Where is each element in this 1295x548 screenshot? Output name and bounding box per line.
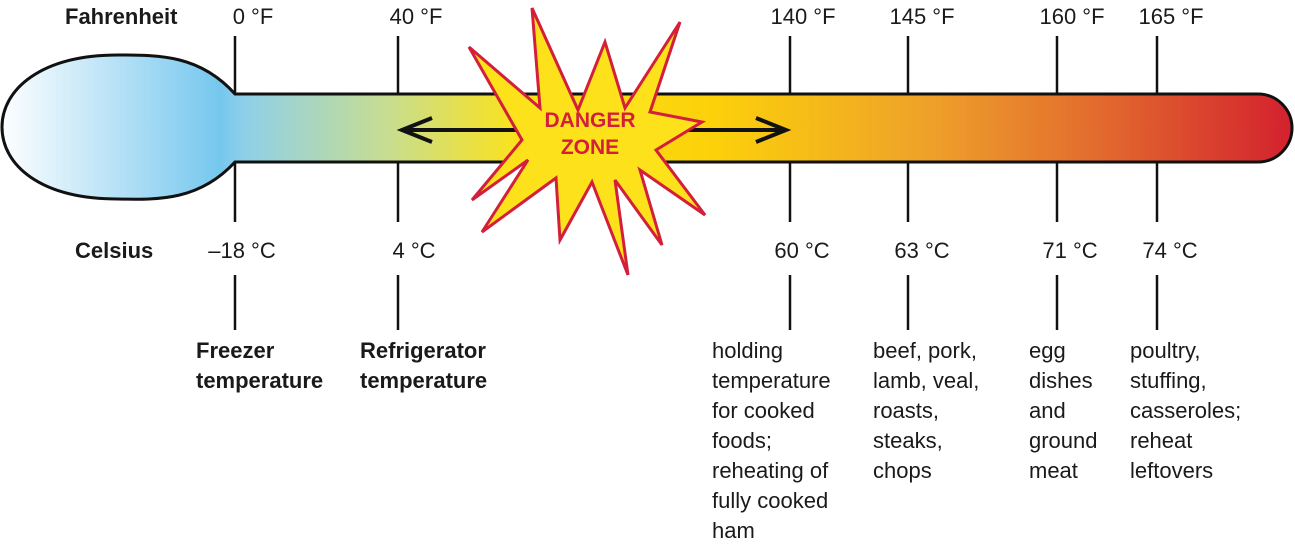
desc-line: Refrigerator bbox=[360, 338, 486, 363]
danger-line2: ZONE bbox=[560, 136, 620, 159]
c-mark-0: –18 °C bbox=[208, 238, 276, 263]
desc-refrigerator: Refrigerator temperature bbox=[360, 336, 487, 396]
c-mark-3: 63 °C bbox=[894, 238, 950, 263]
desc-poultry: poultry, stuffing, casseroles; reheat leftov… bbox=[1130, 336, 1241, 486]
desc-holding: holding temperature for cooked foods; reheat… bbox=[712, 336, 831, 546]
f-mark-0: 0 °F bbox=[232, 4, 274, 29]
c-mark-1: 4 °C bbox=[392, 238, 436, 263]
desc-line: temperature bbox=[712, 368, 831, 393]
f-mark-140: 140 °F bbox=[770, 4, 836, 29]
f-mark-165: 165 °F bbox=[1138, 4, 1204, 29]
desc-freezer: Freezer temperature bbox=[196, 336, 323, 396]
desc-line: steaks, bbox=[873, 428, 943, 453]
f-mark-40: 40 °F bbox=[389, 4, 443, 29]
desc-line: reheating of bbox=[712, 458, 829, 483]
desc-line: meat bbox=[1029, 458, 1078, 483]
desc-line: temperature bbox=[360, 368, 488, 393]
desc-line: ground bbox=[1029, 428, 1098, 453]
danger-line1: DANGER bbox=[544, 109, 636, 132]
desc-egg: egg dishes and ground meat bbox=[1029, 336, 1098, 486]
desc-line: stuffing, bbox=[1130, 368, 1207, 393]
desc-line: dishes bbox=[1029, 368, 1093, 393]
f-mark-145: 145 °F bbox=[889, 4, 955, 29]
desc-line: holding bbox=[712, 338, 783, 363]
desc-line: Freezer bbox=[196, 338, 275, 363]
c-mark-4: 71 °C bbox=[1042, 238, 1098, 263]
desc-meats: beef, pork, lamb, veal, roasts, steaks, chop… bbox=[873, 336, 979, 486]
desc-line: egg bbox=[1029, 338, 1066, 363]
danger-zone-label: DANGER ZONE bbox=[530, 107, 650, 161]
tick-lines bbox=[233, 36, 1159, 330]
desc-line: leftovers bbox=[1130, 458, 1214, 483]
desc-line: fully cooked bbox=[712, 488, 829, 513]
desc-line: reheat bbox=[1130, 428, 1193, 453]
fahrenheit-label: Fahrenheit bbox=[65, 4, 178, 29]
c-mark-2: 60 °C bbox=[774, 238, 830, 263]
celsius-label: Celsius bbox=[75, 238, 154, 263]
desc-line: casseroles; bbox=[1130, 398, 1242, 423]
f-mark-160: 160 °F bbox=[1039, 4, 1105, 29]
desc-line: ham bbox=[712, 518, 755, 543]
danger-starburst bbox=[467, 7, 707, 276]
desc-line: roasts, bbox=[873, 398, 940, 423]
desc-line: for cooked bbox=[712, 398, 815, 423]
desc-line: chops bbox=[873, 458, 932, 483]
desc-line: beef, pork, bbox=[873, 338, 977, 363]
desc-line: temperature bbox=[196, 368, 324, 393]
desc-line: lamb, veal, bbox=[873, 368, 980, 393]
desc-line: poultry, bbox=[1130, 338, 1201, 363]
desc-line: and bbox=[1029, 398, 1066, 423]
c-mark-5: 74 °C bbox=[1142, 238, 1198, 263]
desc-line: foods; bbox=[712, 428, 772, 453]
